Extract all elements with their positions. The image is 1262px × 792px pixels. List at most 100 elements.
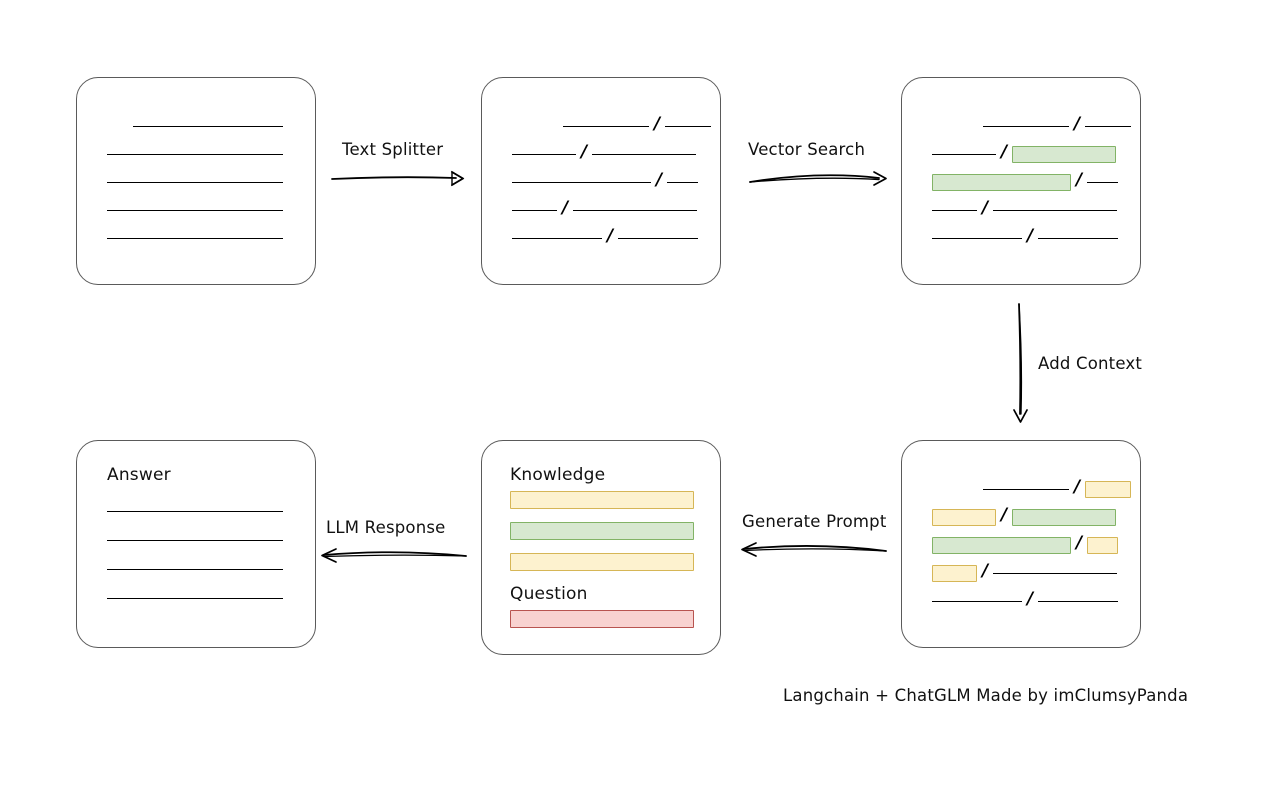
text-rule — [563, 125, 649, 127]
highlight-green — [1012, 508, 1117, 526]
text-rule — [512, 237, 602, 239]
footer-credit: Langchain + ChatGLM Made by imClumsyPand… — [783, 686, 1189, 705]
text-line — [107, 140, 289, 168]
knowledge-bar — [510, 522, 694, 540]
vector-matched-document-lines: / / / / / — [932, 112, 1132, 262]
knowledge-heading: Knowledge — [510, 465, 606, 485]
split-document-box[interactable]: / / / / / — [481, 77, 721, 285]
text-rule — [1087, 181, 1119, 183]
knowledge-bar — [510, 553, 694, 571]
edge-generate-prompt: Generate Prompt — [740, 512, 888, 562]
source-document-lines — [107, 112, 289, 262]
separator-slash: / — [982, 560, 989, 581]
highlight-yellow — [932, 564, 977, 582]
highlight-yellow — [1087, 536, 1119, 554]
edge-label-generate-prompt: Generate Prompt — [742, 512, 887, 531]
edge-llm-response: LLM Response — [320, 518, 468, 568]
separator-slash: / — [1027, 588, 1034, 609]
text-rule — [107, 511, 283, 512]
text-rule — [618, 237, 699, 239]
highlight-green — [932, 536, 1071, 554]
text-rule — [665, 125, 712, 127]
text-line — [107, 196, 289, 224]
separator-slash: / — [656, 169, 663, 190]
text-rule — [983, 125, 1069, 127]
arrow-right-icon — [749, 171, 887, 186]
context-added-document-box[interactable]: / / / / / — [901, 440, 1141, 648]
arrow-right-icon — [331, 170, 465, 187]
knowledge-bar — [510, 491, 694, 509]
text-line: / — [512, 196, 698, 224]
highlight-green — [1012, 145, 1117, 163]
generated-prompt-box[interactable]: Knowledge Question — [481, 440, 721, 655]
text-rule — [107, 181, 283, 183]
vector-matched-document-box[interactable]: / / / / / — [901, 77, 1141, 285]
text-rule — [592, 153, 697, 155]
text-rule — [932, 153, 996, 155]
text-line: / — [932, 531, 1119, 559]
text-rule — [932, 237, 1022, 239]
separator-slash: / — [1076, 532, 1083, 553]
answer-box[interactable]: Answer — [76, 440, 316, 648]
text-line — [107, 168, 289, 196]
separator-slash: / — [562, 197, 569, 218]
text-line: / — [512, 168, 699, 196]
text-line: / — [512, 140, 697, 168]
separator-slash: / — [1027, 225, 1034, 246]
highlight-yellow — [932, 508, 996, 526]
separator-slash: / — [982, 197, 989, 218]
text-rule — [993, 572, 1118, 574]
text-rule — [932, 209, 977, 211]
separator-slash: / — [607, 225, 614, 246]
text-rule — [983, 488, 1069, 490]
separator-slash: / — [581, 141, 588, 162]
text-line: / — [932, 587, 1119, 615]
text-line: / — [512, 224, 699, 252]
text-rule — [107, 153, 283, 155]
arrow-down-icon — [1013, 303, 1028, 423]
answer-heading: Answer — [107, 465, 171, 485]
text-line: / — [932, 196, 1118, 224]
text-rule — [107, 598, 283, 599]
question-bar — [510, 610, 694, 628]
text-line: / — [932, 559, 1118, 587]
text-rule — [107, 540, 283, 541]
highlight-green — [932, 173, 1071, 191]
text-line: / — [932, 168, 1119, 196]
split-document-lines: / / / / / — [512, 112, 712, 262]
text-rule — [512, 181, 651, 183]
text-rule — [512, 209, 557, 211]
arrow-left-icon — [741, 542, 887, 557]
text-rule — [1038, 237, 1119, 239]
text-line: / — [932, 503, 1117, 531]
separator-slash: / — [1001, 504, 1008, 525]
question-heading: Question — [510, 584, 588, 604]
text-line — [107, 112, 289, 140]
text-rule — [512, 153, 576, 155]
edge-add-context: Add Context — [1008, 302, 1168, 424]
text-line: / — [932, 140, 1117, 168]
text-rule — [667, 181, 699, 183]
text-line — [107, 224, 289, 252]
text-line: / — [932, 224, 1119, 252]
separator-slash: / — [1074, 476, 1081, 497]
separator-slash: / — [1074, 113, 1081, 134]
text-rule — [1038, 600, 1119, 602]
separator-slash: / — [1076, 169, 1083, 190]
text-rule — [932, 600, 1022, 602]
edge-vector-search: Vector Search — [748, 140, 888, 190]
arrow-left-icon — [321, 548, 467, 563]
text-line: / — [512, 112, 712, 140]
text-rule — [107, 237, 283, 239]
context-added-document-lines: / / / / / — [932, 475, 1132, 625]
text-rule — [993, 209, 1118, 211]
text-line: / — [932, 112, 1132, 140]
text-rule — [107, 209, 283, 211]
source-document-box[interactable] — [76, 77, 316, 285]
text-rule — [107, 569, 283, 570]
separator-slash: / — [654, 113, 661, 134]
text-rule — [133, 125, 283, 127]
edge-text-splitter: Text Splitter — [330, 140, 465, 190]
highlight-yellow — [1085, 480, 1132, 498]
